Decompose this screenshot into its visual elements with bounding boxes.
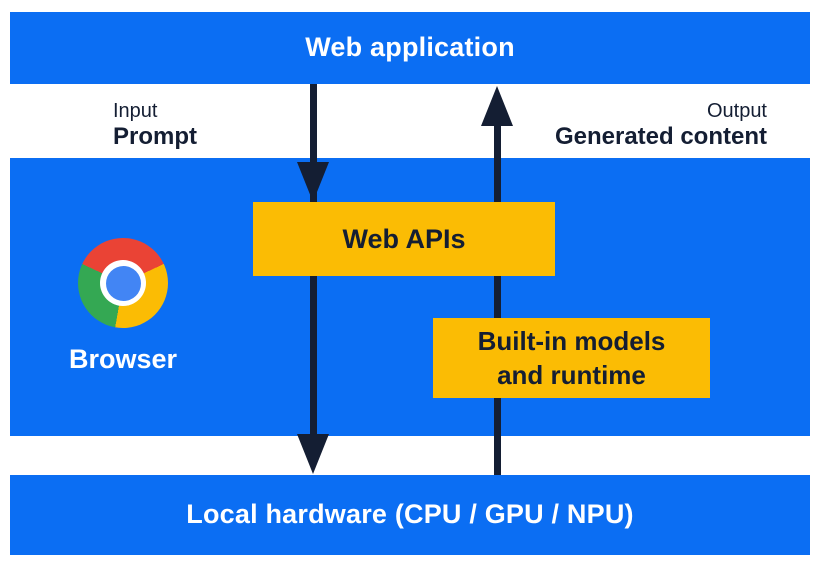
chrome-logo-icon [78,238,168,328]
up-arrow-head-icon [481,86,513,126]
chrome-logo-ring [100,260,146,306]
builtin-models-label-line1: Built-in models [477,326,666,356]
input-labels: Input Prompt [113,99,197,151]
web-apis-label: Web APIs [342,223,466,254]
up-arrow-shaft [494,122,501,475]
web-application-label: Web application [305,32,515,62]
output-labels: Output Generated content [555,99,767,151]
prompt-label: Prompt [113,123,197,150]
chrome-logo-center [105,265,141,301]
down-arrow-head-icon [297,162,329,202]
output-caption: Output [706,100,767,122]
generated-content-label: Generated content [554,123,767,150]
web-apis-box: Web APIs [253,202,555,276]
local-hardware-bar: Local hardware (CPU / GPU / NPU) [10,475,810,555]
builtin-models-box: Built-in models and runtime [433,318,710,398]
browser-label: Browser [68,344,178,374]
builtin-models-label-line2: and runtime [497,360,646,390]
web-application-bar: Web application [10,12,810,84]
local-hardware-label: Local hardware (CPU / GPU / NPU) [186,499,634,529]
down-arrow-head-bottom-icon [297,434,329,474]
input-caption: Input [113,100,158,122]
